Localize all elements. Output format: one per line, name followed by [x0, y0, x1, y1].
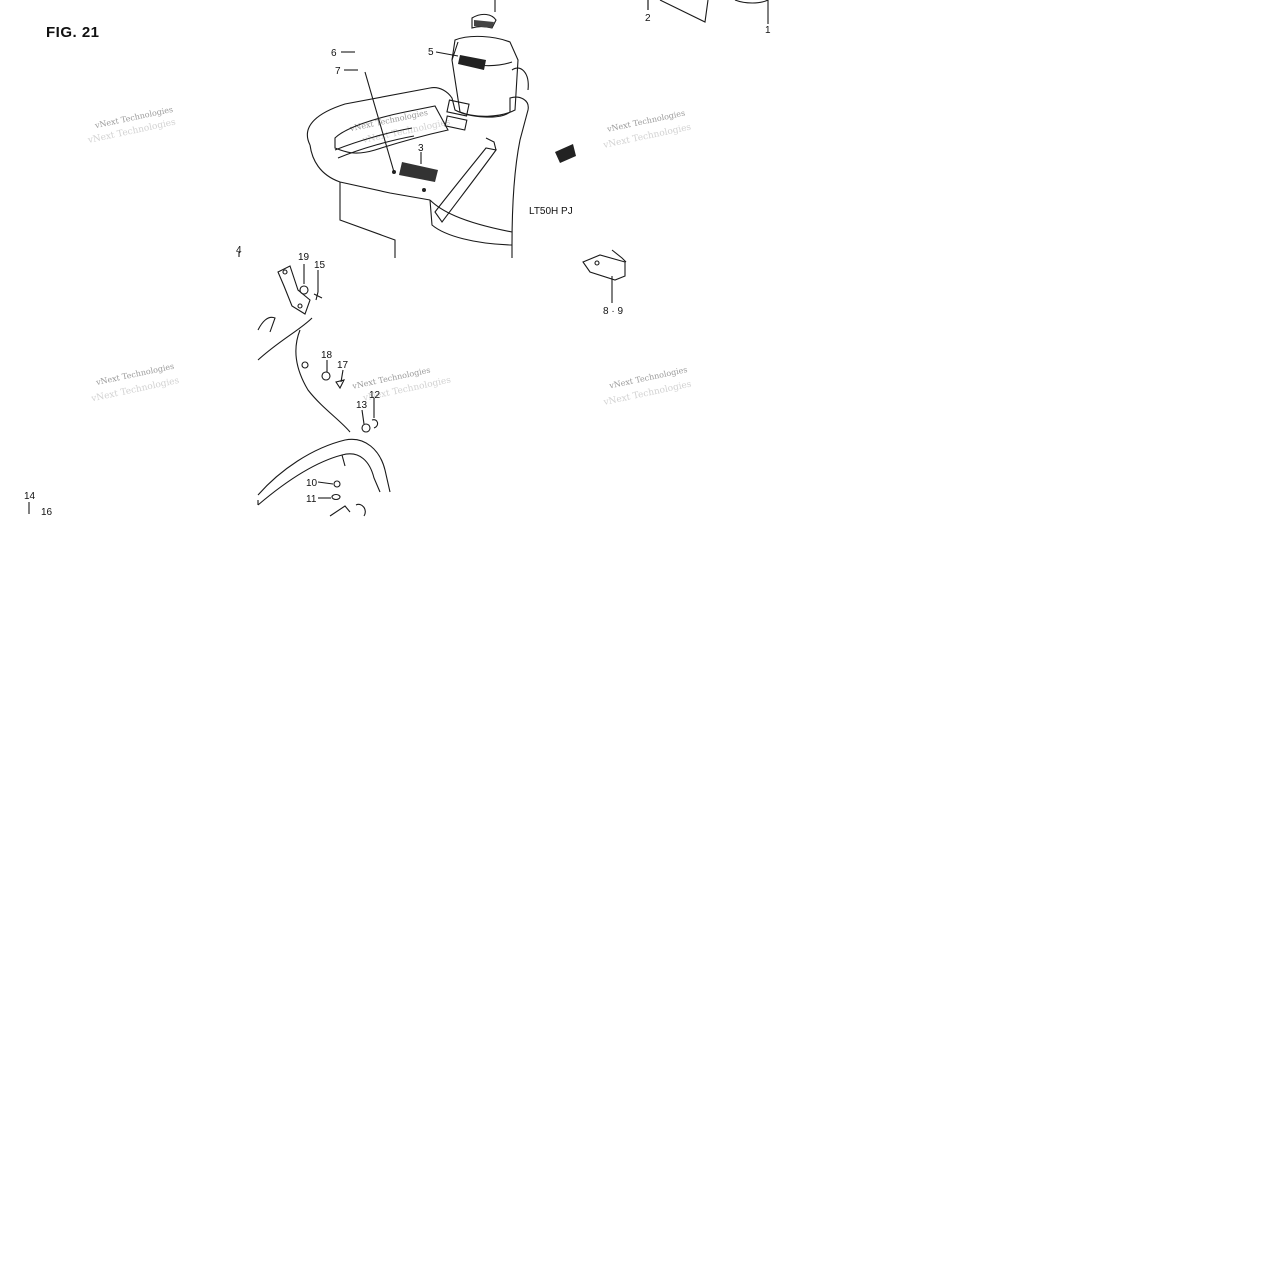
callout-15: 15 — [314, 260, 326, 271]
callout-19: 19 — [298, 252, 310, 263]
rear-fender-body — [257, 265, 391, 517]
watermark-3: vNext Technologies vNext Technologies — [602, 108, 693, 151]
callout-11: 11 — [306, 494, 317, 505]
callout-13: 13 — [356, 400, 368, 411]
watermark-4: vNext Technologies vNext Technologies — [90, 362, 181, 405]
callout-4: 4 — [236, 245, 242, 256]
callout-10: 10 — [306, 478, 318, 489]
callout-7: 7 — [335, 66, 341, 77]
watermark-1: vNext Technologies vNext Technologies — [86, 105, 177, 146]
callout-14: 14 — [24, 491, 36, 502]
leader-lines — [28, 0, 649, 514]
callout-5: 5 — [428, 47, 434, 58]
watermark-6: vNext Technologies vNext Technologies — [602, 365, 693, 408]
callout-8-9: 8 · 9 — [603, 306, 623, 317]
figure-title: FIG. 21 — [46, 24, 100, 41]
callout-6: 6 — [331, 48, 337, 59]
front-fender-body — [306, 0, 769, 258]
emblem-part — [555, 144, 576, 163]
callout-17: 17 — [337, 360, 349, 371]
callout-1: 1 — [765, 25, 771, 36]
watermark-2: vNext Technologies vNext Technologies — [348, 108, 452, 146]
callouts: 1 2 3 4 5 6 7 8 · 9 10 11 12 13 14 15 16… — [24, 13, 771, 518]
bracket-8-9 — [582, 249, 627, 303]
model-code-label: LT50H PJ — [529, 206, 573, 217]
callout-3: 3 — [418, 143, 424, 154]
callout-2: 2 — [645, 13, 651, 24]
callout-16: 16 — [41, 507, 53, 518]
callout-18: 18 — [321, 350, 333, 361]
callout-12: 12 — [369, 390, 381, 401]
